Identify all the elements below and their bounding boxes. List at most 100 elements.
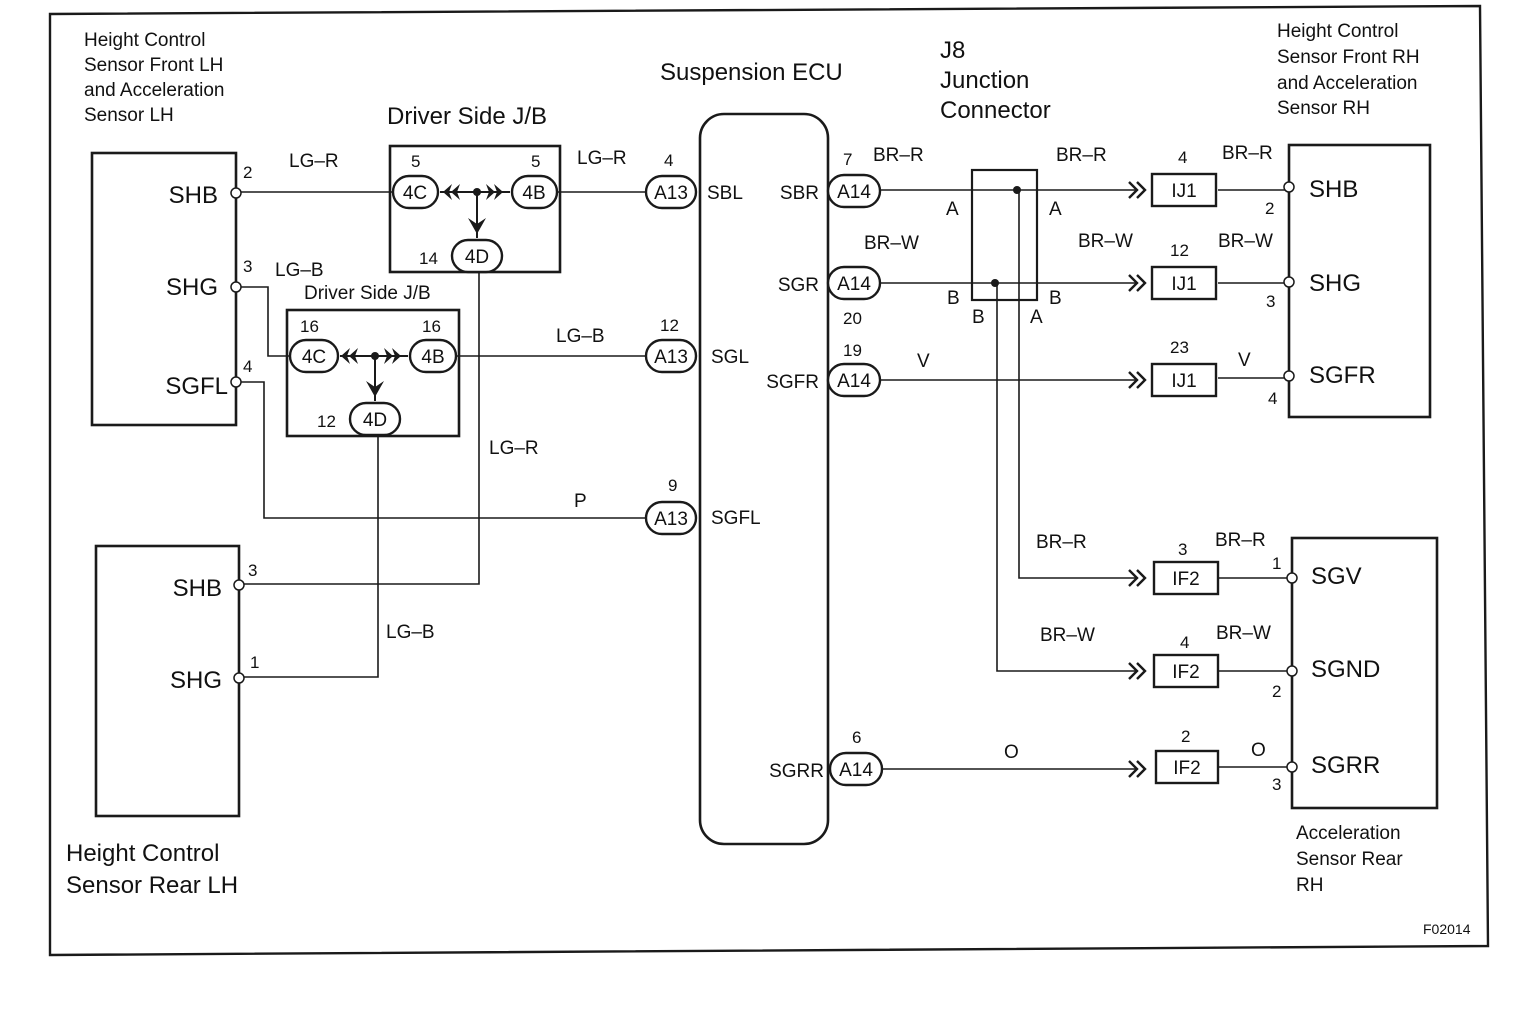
connector-a13-sbl-pin: 4 xyxy=(664,151,673,170)
front-rh-label-line4: Sensor RH xyxy=(1277,98,1370,119)
acceleration-sensor-rear-rh: SGV SGND SGRR 1 2 3 Acceleration Sensor … xyxy=(1272,536,1439,896)
connector-a13-sgfl-pin: 9 xyxy=(668,476,677,495)
driver-side-jb-bottom: Driver Side J/B 4C 4B 4D 16 16 12 xyxy=(285,283,461,438)
rear-lh-pinnum-shb: 3 xyxy=(248,561,257,580)
connector-a13-sgl xyxy=(644,338,698,374)
wire-if2-sgnd: BR–W xyxy=(1216,623,1271,644)
rear-rh-label-line3: RH xyxy=(1296,875,1323,896)
driver-side-jb-top: Driver Side J/B 4C 4B 4D 5 5 14 xyxy=(387,103,562,274)
height-control-sensor-rear-lh: SHB SHG 3 1 Height Control Sensor Rear L… xyxy=(66,544,259,899)
rear-lh-label-line1: Height Control xyxy=(66,840,219,867)
front-lh-pinnum-shb: 2 xyxy=(243,163,252,182)
connector-a14-sgrr-pin: 6 xyxy=(852,728,861,747)
connector-a13-sgfl xyxy=(644,500,698,536)
wire-j8-shb: BR–R xyxy=(1056,145,1107,166)
jb-bottom-connector-4d-label: 4D xyxy=(363,410,387,431)
connector-if2-sgnd xyxy=(1152,653,1220,689)
wire-rlh-shg: LG–B xyxy=(386,622,435,643)
front-lh-pin-shg: SHG xyxy=(166,274,218,301)
figure-code: F02014 xyxy=(1423,921,1471,937)
connector-ij1-sgfr xyxy=(1150,362,1218,398)
jb-bottom-title: Driver Side J/B xyxy=(304,283,431,304)
j8-terminal-b-right: B xyxy=(1049,288,1062,309)
jb-top-pin-4d: 14 xyxy=(419,249,438,268)
jb-bottom-pin-4c: 16 xyxy=(300,317,319,336)
wire-j8-shg: BR–W xyxy=(1078,231,1133,252)
jb-top-connector-4d-label: 4D xyxy=(465,247,489,268)
front-rh-pinnum-shg: 3 xyxy=(1266,292,1275,311)
jb-bottom-connector-4c-label: 4C xyxy=(302,347,326,368)
jb-top-connector-4b-label: 4B xyxy=(522,183,545,204)
jb-bottom-arrow-left-icon xyxy=(341,348,358,364)
connector-a13-sbl-label: A13 xyxy=(654,183,688,204)
wire-jb-sbl: LG–R xyxy=(577,148,627,169)
jb-bottom-pin-4d: 12 xyxy=(317,412,336,431)
connector-a13-sgl-pin: 12 xyxy=(660,316,679,335)
j8-terminal-b-bottom: B xyxy=(972,307,985,328)
wire-j8-sgv: BR–R xyxy=(1036,532,1087,553)
right-wiring: BR–R BR–W V BR–R BR–W BR–R BR–W V BR–R B… xyxy=(864,143,1288,779)
inline-connectors: IJ1 4 IJ1 12 IJ1 23 IF2 3 IF2 4 IF2 2 xyxy=(1150,148,1220,785)
rear-rh-pinnum-sgv: 1 xyxy=(1272,554,1281,573)
ecu-pin-sgr: SGR xyxy=(778,275,819,296)
jb-bottom-connector-4d xyxy=(348,401,402,437)
connector-if2-sgrr xyxy=(1154,749,1220,785)
front-rh-pin-shg: SHG xyxy=(1309,270,1361,297)
connector-a14-sbr-pin: 7 xyxy=(843,150,852,169)
front-rh-label-line1: Height Control xyxy=(1277,21,1398,42)
j8-label-line3: Connector xyxy=(940,97,1051,124)
rear-rh-pinnum-sgrr: 3 xyxy=(1272,775,1281,794)
j8-label-line1: J8 xyxy=(940,37,965,64)
connector-ij1-sgfr-label: IJ1 xyxy=(1171,371,1196,392)
connector-a14-sgfr-pin: 19 xyxy=(843,341,862,360)
front-rh-pinnum-sgfr: 4 xyxy=(1268,389,1277,408)
wire-sgfr: V xyxy=(917,351,930,372)
connector-a14-sbr-label: A14 xyxy=(837,182,871,203)
ecu-connectors: A13 4 A13 12 A13 9 A14 7 A14 20 A14 19 A… xyxy=(644,150,884,787)
connector-if2-sgv-pin: 3 xyxy=(1178,540,1187,559)
j8-terminal-a-left: A xyxy=(946,199,959,220)
wire-sgrr: O xyxy=(1004,742,1019,763)
front-rh-label-line3: and Acceleration xyxy=(1277,73,1418,94)
wire-flh-shb: LG–R xyxy=(289,151,339,172)
front-rh-label-line2: Sensor Front RH xyxy=(1277,47,1420,68)
rear-lh-pinnum-shg: 1 xyxy=(250,653,259,672)
wire-ij1-shg: BR–W xyxy=(1218,231,1273,252)
connector-if2-sgv xyxy=(1152,560,1220,596)
left-wiring: LG–R LG–B LG–R LG–B LG–R P LG–B xyxy=(230,148,646,684)
wire-sbr: BR–R xyxy=(873,145,924,166)
ecu-title: Suspension ECU xyxy=(660,59,843,86)
jb-top-title: Driver Side J/B xyxy=(387,103,547,130)
jb-top-pin-4c: 5 xyxy=(411,152,420,171)
j8-junction-connector: J8 Junction Connector A A B B B A xyxy=(940,37,1062,328)
suspension-ecu: Suspension ECU SBL SGL SGFL SBR SGR SGFR… xyxy=(660,59,843,846)
height-control-sensor-front-rh: Height Control Sensor Front RH and Accel… xyxy=(1265,21,1432,419)
wire-jb-sgl: LG–B xyxy=(556,326,605,347)
ecu-pin-sgrr: SGRR xyxy=(769,761,824,782)
rear-rh-pin-sgnd: SGND xyxy=(1311,656,1380,683)
rear-lh-label-line2: Sensor Rear LH xyxy=(66,872,238,899)
front-lh-label-line4: Sensor LH xyxy=(84,105,174,126)
connector-if2-sgrr-label: IF2 xyxy=(1173,758,1200,779)
wire-if2-sgrr: O xyxy=(1251,740,1266,761)
connector-a14-sbr xyxy=(826,173,882,209)
ecu-box xyxy=(698,112,830,846)
rear-lh-pin-shb: SHB xyxy=(173,575,222,602)
rear-lh-pin-shg: SHG xyxy=(170,667,222,694)
jb-bottom-pin-4b: 16 xyxy=(422,317,441,336)
front-rh-pin-shb: SHB xyxy=(1309,176,1358,203)
jb-bottom-arrow-down-icon xyxy=(366,381,384,397)
diagram-frame xyxy=(48,4,1490,957)
front-lh-pin-sgfl: SGFL xyxy=(165,373,228,400)
connector-ij1-shg xyxy=(1150,265,1218,301)
jb-top-connector-4c-label: 4C xyxy=(403,183,427,204)
jb-top-arrow-right-icon xyxy=(486,184,503,200)
connector-ij1-shg-pin: 12 xyxy=(1170,241,1189,260)
j8-terminal-b-left: B xyxy=(947,288,960,309)
connector-a13-sgl-label: A13 xyxy=(654,347,688,368)
connector-if2-sgnd-label: IF2 xyxy=(1172,662,1199,683)
connector-if2-sgv-label: IF2 xyxy=(1172,569,1199,590)
jb-top-arrow-down-icon xyxy=(468,218,486,234)
j8-box xyxy=(970,168,1039,302)
